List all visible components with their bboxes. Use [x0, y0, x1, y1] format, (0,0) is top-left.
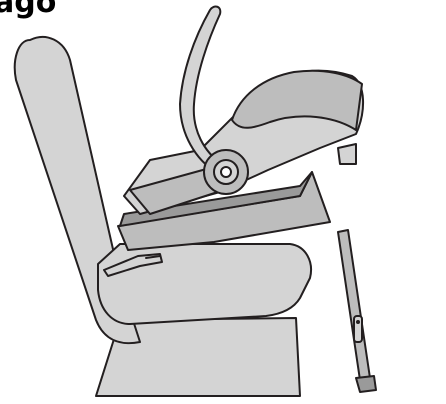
vehicle-seat-cushion	[98, 244, 311, 324]
support-leg-indicator	[354, 316, 362, 342]
carrier-foot-guard	[338, 144, 356, 164]
support-leg-foot	[356, 376, 376, 392]
support-leg	[338, 230, 370, 380]
